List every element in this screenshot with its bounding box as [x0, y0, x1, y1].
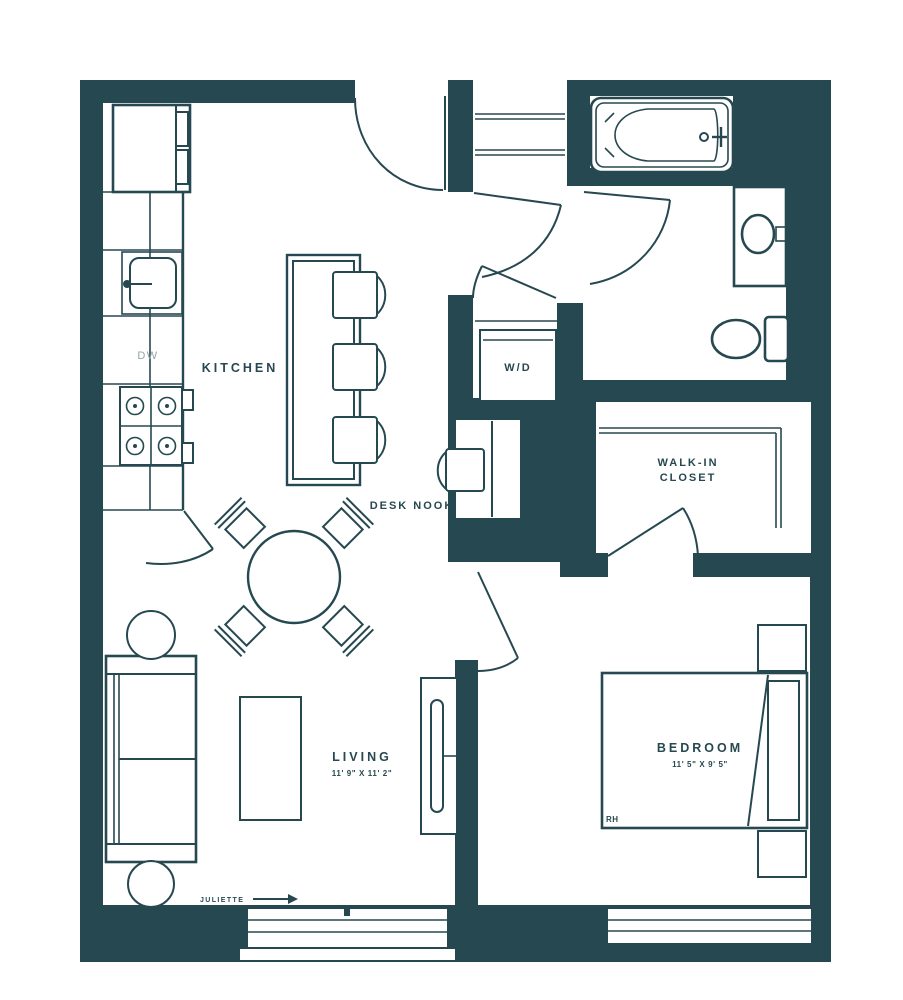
dining-chair: [321, 604, 374, 657]
walls: [80, 80, 831, 962]
side-table: [127, 860, 175, 908]
kitchen-sink: [121, 251, 183, 315]
bar-stools: [332, 271, 387, 464]
bedroom-label: BEDROOM: [657, 741, 743, 755]
nightstand: [757, 624, 807, 672]
desk-nook-label: DESK NOOK: [370, 500, 455, 512]
dishwasher-label: DW: [137, 350, 158, 362]
tv-console: [420, 677, 458, 835]
closet-door: [607, 507, 699, 557]
kitchen: [103, 103, 387, 565]
bed: [600, 671, 809, 830]
living-room: [104, 610, 458, 908]
side-table: [126, 610, 176, 660]
living-label: LIVING: [332, 750, 392, 764]
bedroom-window: [606, 907, 813, 945]
bathtub: [589, 96, 735, 174]
washer-dryer: [479, 329, 557, 402]
kitchen-counter: [103, 191, 214, 565]
dining-chair: [214, 497, 267, 550]
bedroom-dimensions: 11' 5" X 9' 5": [672, 760, 728, 769]
coffee-table: [239, 696, 302, 821]
dining-set: [214, 497, 374, 657]
walk-in-closet-label-line1: WALK-IN: [657, 457, 718, 469]
desk-nook: [436, 421, 493, 517]
walk-in-closet-label-line2: CLOSET: [660, 472, 717, 484]
vanity-sink: [732, 185, 789, 288]
range-stove: [119, 386, 194, 466]
entry-door: [354, 96, 446, 191]
bedroom-corner-tag: RH: [606, 815, 619, 824]
desk-chair: [436, 448, 485, 492]
dining-chair: [321, 497, 374, 550]
walk-in-closet: [599, 427, 782, 528]
juliette-annotation: JULIETTE: [200, 894, 298, 904]
living-window: [238, 907, 457, 962]
nightstand: [757, 830, 807, 878]
tv: [430, 699, 444, 813]
coat-closet-door: [473, 192, 562, 206]
dining-table: [246, 529, 342, 625]
bedroom-door: [477, 571, 519, 672]
tub-faucet-icon: [699, 127, 727, 147]
bathroom: [589, 96, 790, 363]
laundry-door: [472, 265, 557, 299]
refrigerator: [111, 103, 192, 194]
coat-closet: [473, 113, 565, 278]
living-dimensions: 11' 9" X 11' 2": [332, 769, 392, 778]
laundry-label: W/D: [504, 362, 531, 374]
juliette-arrowhead-icon: [288, 894, 298, 904]
window-sill: [238, 947, 457, 962]
juliette-label: JULIETTE: [200, 897, 244, 904]
bedroom: [600, 624, 809, 878]
laundry-closet: [475, 320, 557, 402]
kitchen-label: KITCHEN: [202, 361, 279, 375]
headboard: [767, 680, 800, 821]
sink-faucet-icon: [123, 280, 131, 288]
dining-chair: [214, 604, 267, 657]
toilet: [710, 315, 790, 363]
sofa: [104, 654, 198, 864]
counter-end-door: [183, 510, 214, 550]
bathroom-door: [583, 191, 671, 285]
